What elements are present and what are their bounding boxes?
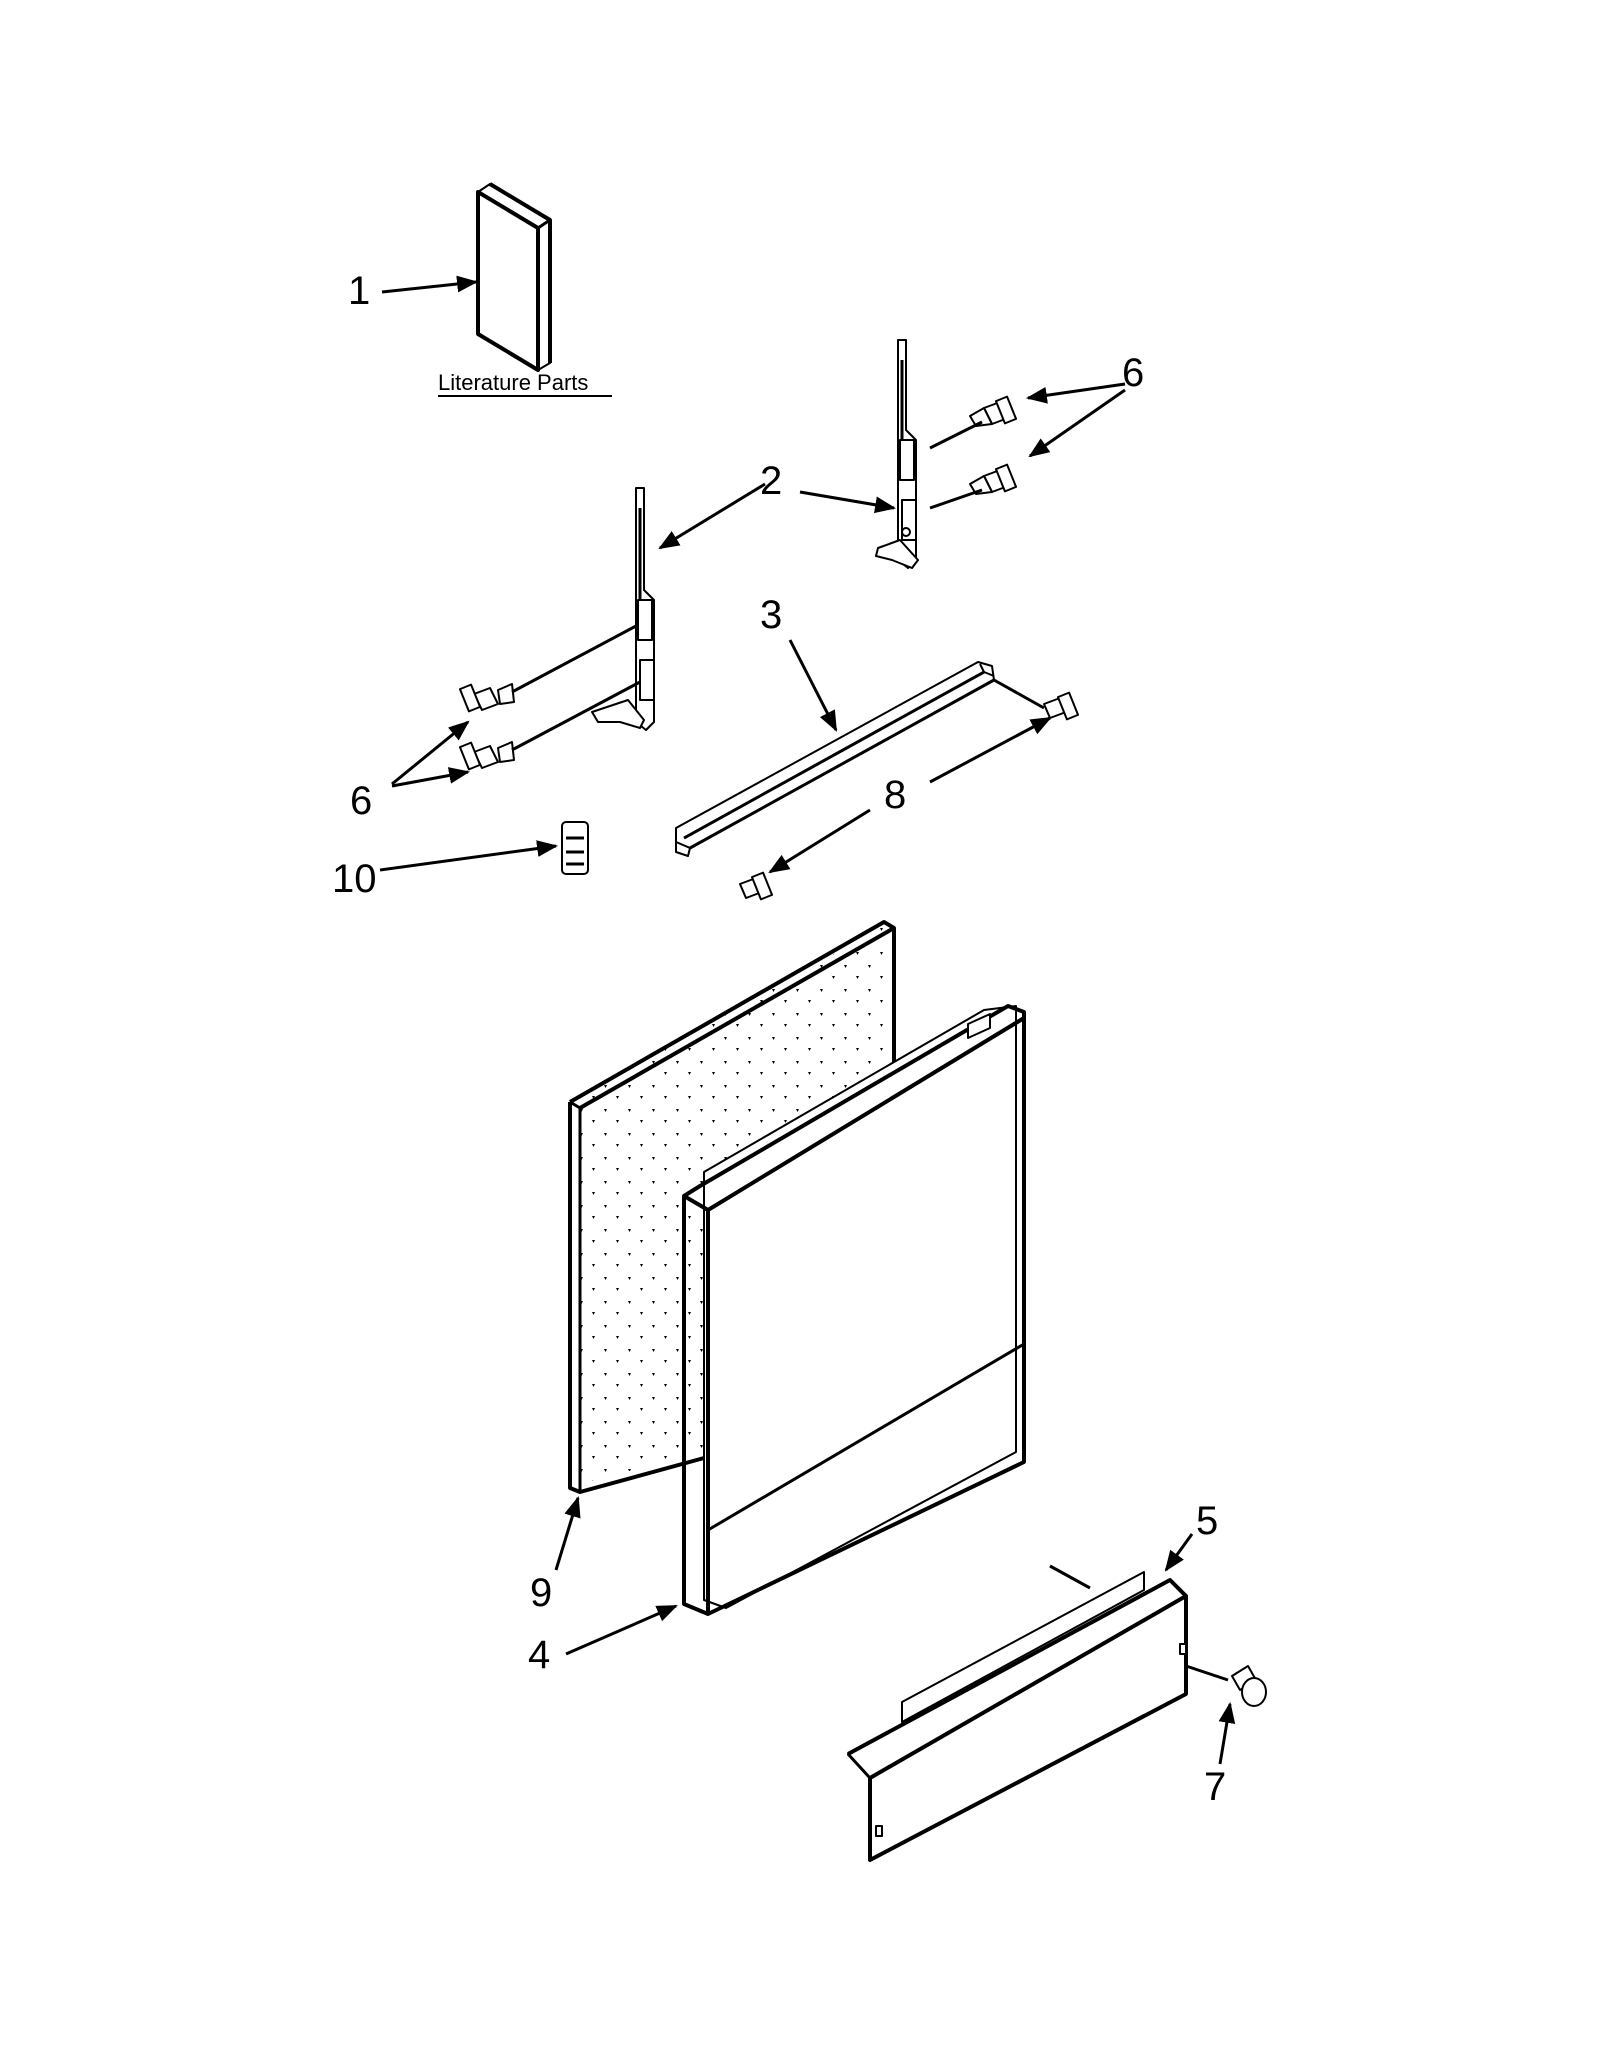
callout-9: 9 <box>530 1571 552 1615</box>
hinge-left <box>591 487 655 731</box>
leader-lines <box>379 275 1236 1765</box>
hinge-right <box>875 339 919 569</box>
screw-rail-right <box>1043 691 1080 721</box>
screw-left-1 <box>458 683 515 713</box>
literature-booklet <box>476 182 552 372</box>
callout-6-upper: 6 <box>1122 351 1144 395</box>
callout-7: 7 <box>1204 1765 1226 1809</box>
callout-2: 2 <box>760 459 782 503</box>
kick-plate <box>846 1564 1188 1862</box>
screw-left-2 <box>458 741 515 771</box>
callout-10: 10 <box>332 857 377 901</box>
clip-part <box>561 821 589 875</box>
callout-4: 4 <box>528 1633 550 1677</box>
outer-door-panel <box>682 1004 1026 1616</box>
door-rail <box>675 661 995 857</box>
screw-rail-left <box>739 871 774 901</box>
plate-screw <box>1231 1665 1267 1707</box>
callout-1: 1 <box>348 269 370 313</box>
callout-6-lower: 6 <box>350 779 372 823</box>
callout-3: 3 <box>760 593 782 637</box>
literature-parts-label: Literature Parts <box>438 370 588 395</box>
screw-upper-2 <box>969 463 1018 495</box>
inner-door-panel <box>568 920 896 1494</box>
callout-5: 5 <box>1196 1499 1218 1543</box>
screw-upper-1 <box>969 395 1018 427</box>
callout-8: 8 <box>884 773 906 817</box>
